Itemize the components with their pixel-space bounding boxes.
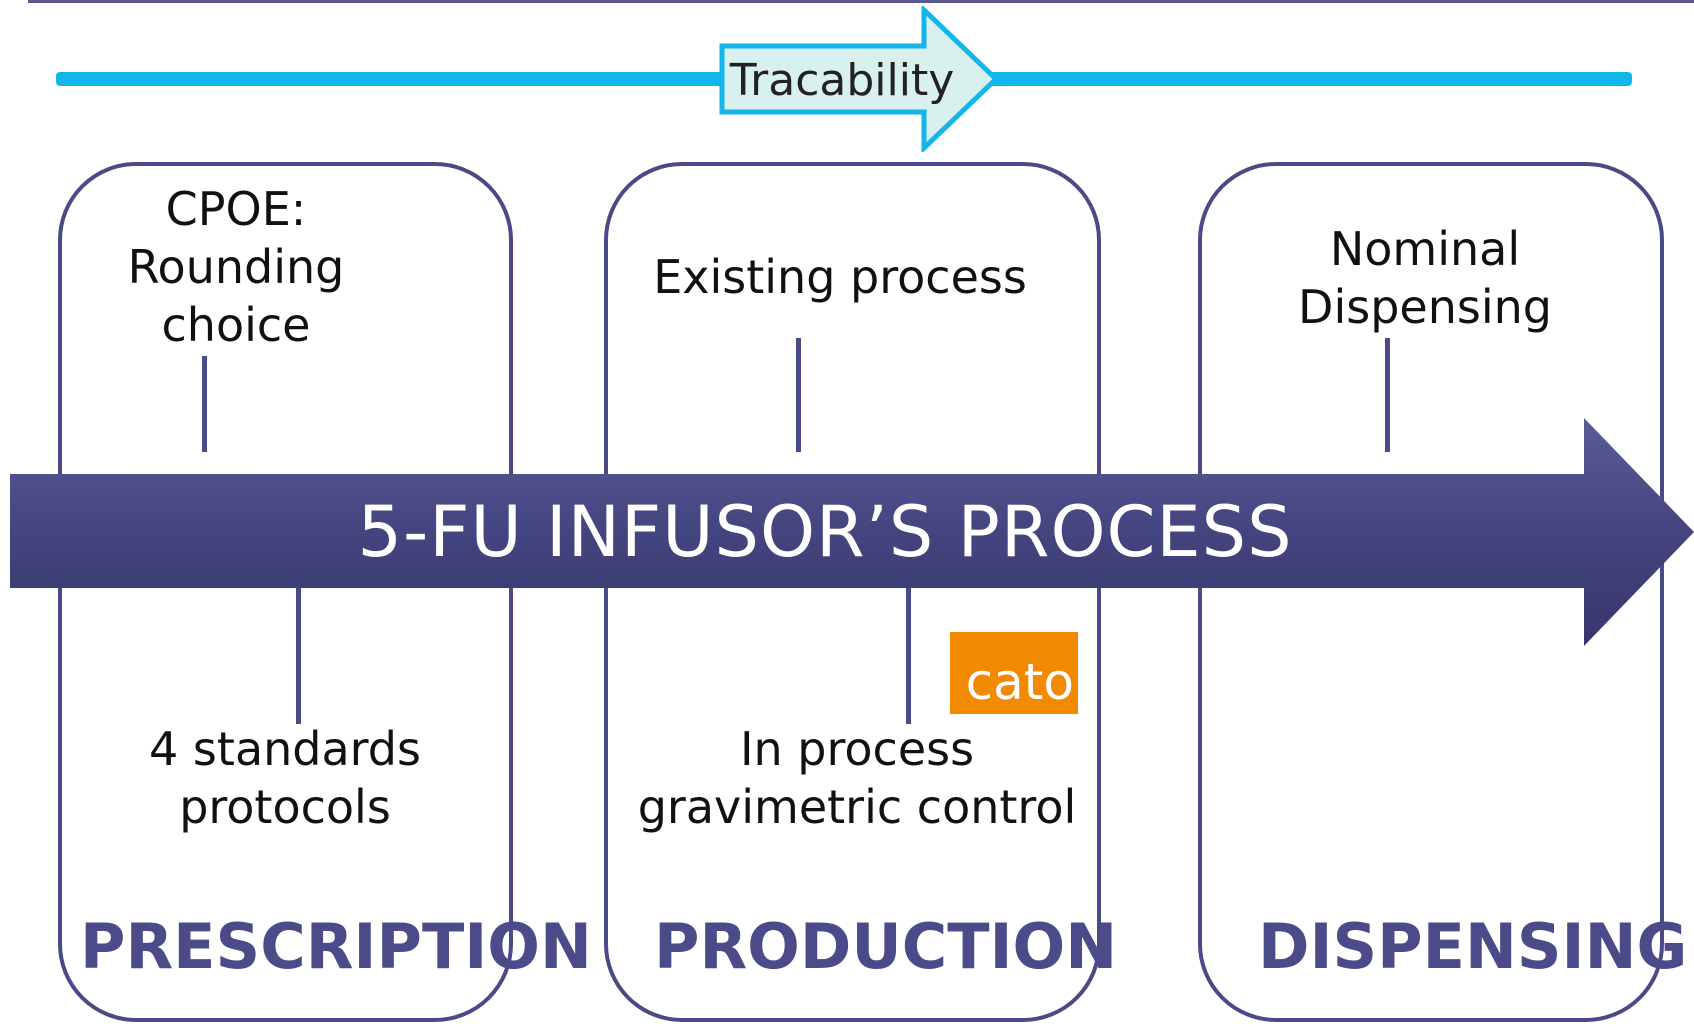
production-top-connector (796, 338, 801, 452)
production-bottom-connector (906, 588, 911, 724)
prescription-top-line-3: choice (161, 298, 311, 352)
top-rule (28, 0, 1694, 3)
production-bottom-text: In process gravimetric control (620, 720, 1094, 836)
production-bottom-line-2: gravimetric control (637, 780, 1077, 834)
production-box (604, 162, 1101, 1022)
prescription-top-text: CPOE: Rounding choice (96, 180, 376, 354)
dispensing-top-line-2: Dispensing (1298, 280, 1552, 334)
production-top-line-1: Existing process (653, 250, 1027, 304)
dispensing-top-line-1: Nominal (1329, 222, 1521, 276)
prescription-top-line-2: Rounding (127, 240, 345, 294)
production-label: PRODUCTION (654, 910, 1118, 983)
main-process-arrow (10, 418, 1694, 646)
production-bottom-line-1: In process (739, 722, 975, 776)
prescription-bottom-line-1: 4 standards (149, 722, 421, 776)
cato-logo: cato (950, 632, 1078, 714)
prescription-bottom-text: 4 standards protocols (140, 720, 430, 836)
traceability-arrow (719, 6, 1000, 152)
prescription-bottom-line-2: protocols (179, 780, 391, 834)
prescription-bottom-connector (296, 588, 301, 724)
main-process-label: 5-FU INFUSOR’S PROCESS (357, 491, 1293, 573)
traceability-label: Tracability (729, 55, 955, 106)
prescription-top-connector (202, 356, 207, 452)
dispensing-top-connector (1385, 338, 1390, 452)
prescription-box (58, 162, 513, 1022)
dispensing-top-text: Nominal Dispensing (1290, 220, 1560, 336)
dispensing-label: DISPENSING (1258, 910, 1688, 983)
cato-logo-text: cato (965, 653, 1074, 711)
prescription-label: PRESCRIPTION (80, 910, 592, 983)
production-top-text: Existing process (640, 248, 1040, 306)
prescription-top-line-1: CPOE: (165, 182, 307, 236)
